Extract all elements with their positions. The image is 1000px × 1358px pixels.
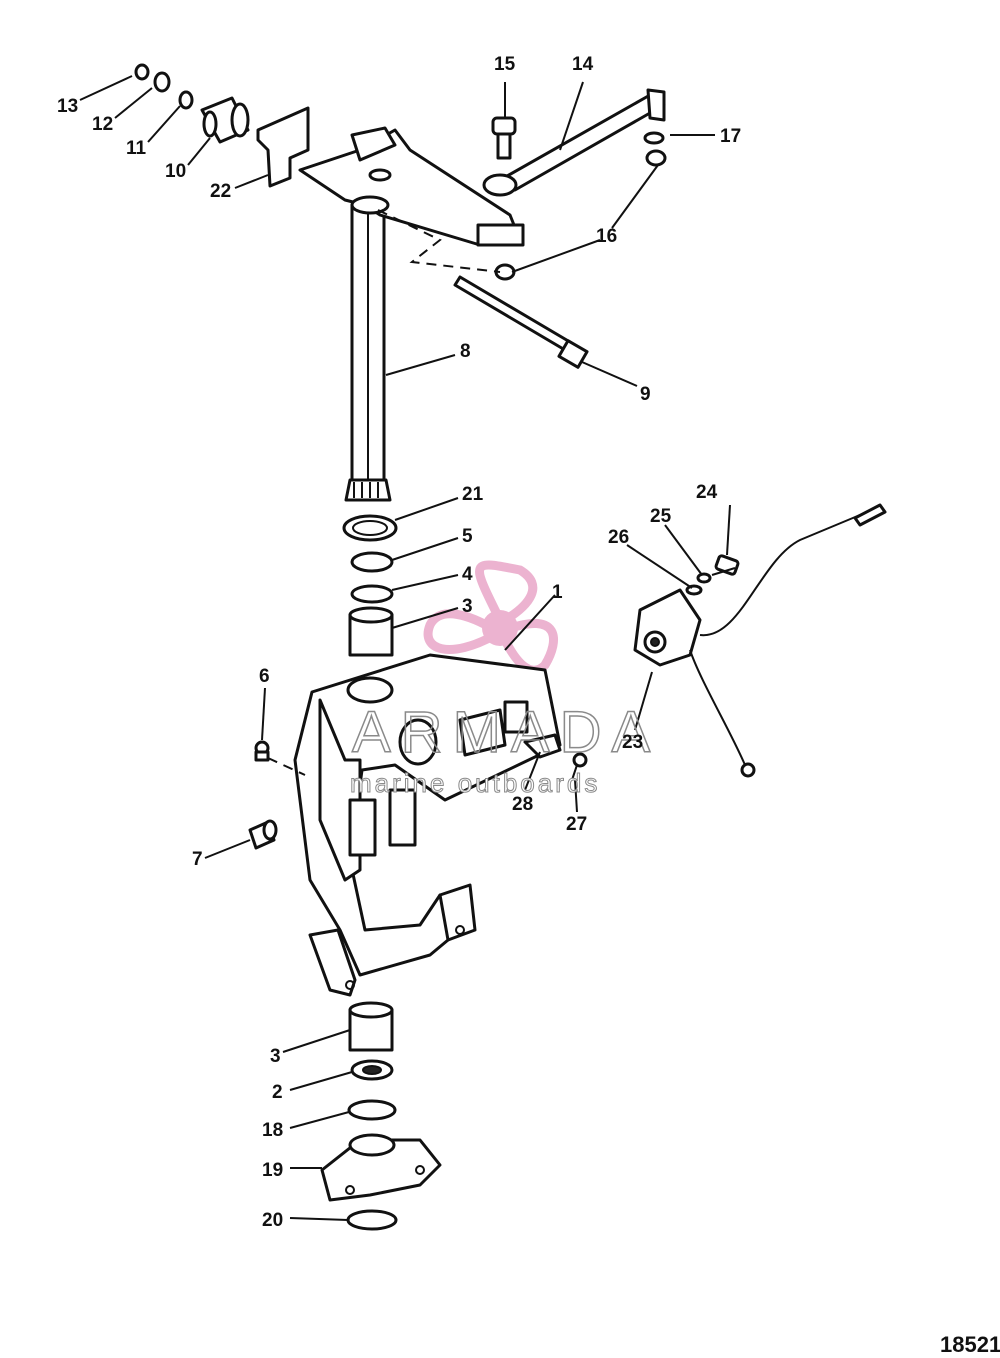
leader-lines: [79, 75, 731, 1221]
lower-bushing: [348, 1001, 394, 1052]
callout-20: 20: [262, 1210, 283, 1231]
callout-11: 11: [126, 138, 147, 159]
wire-connector: [853, 503, 887, 527]
callout-7: 7: [192, 849, 203, 870]
wave-washer: [347, 1099, 397, 1121]
link-rod: [482, 88, 666, 197]
assembly-line: [377, 209, 501, 273]
callout-6: 6: [259, 666, 270, 687]
callout-25: 25: [650, 506, 672, 527]
nut-upper: [645, 149, 667, 167]
callout-8: 8: [460, 341, 471, 362]
thrust-washer-inner: [352, 520, 388, 536]
swivel-bracket: [293, 653, 562, 997]
callout-16a: 16: [596, 226, 617, 247]
callout-1: 1: [552, 582, 563, 603]
steering-arm: [298, 126, 525, 247]
thrust-washer: [342, 514, 398, 542]
callout-21: 21: [462, 484, 484, 505]
assembly-line: [267, 757, 306, 776]
callout-27: 27: [566, 814, 587, 835]
lock-washer: [696, 572, 712, 584]
plate: [256, 106, 310, 188]
callout-17: 17: [720, 126, 741, 147]
callout-2: 2: [272, 1082, 283, 1103]
callout-13: 13: [57, 96, 78, 117]
callout-15: 15: [494, 54, 516, 75]
screw-27: [571, 752, 588, 781]
callout-18: 18: [262, 1120, 283, 1141]
grease-fitting: [254, 740, 270, 762]
callout-14: 14: [572, 54, 594, 75]
retaining-ring: [346, 1209, 398, 1231]
callout-23: 23: [622, 732, 643, 753]
washer-12: [153, 71, 171, 93]
figure-number: 18521: [940, 1332, 1000, 1357]
swivel-tube: [344, 203, 392, 502]
watermark-tagline: marine outboards: [350, 768, 600, 798]
callout-26: 26: [608, 527, 629, 548]
callout-19: 19: [262, 1160, 283, 1181]
callout-12: 12: [92, 114, 113, 135]
callout-22: 22: [210, 181, 231, 202]
steering-yoke: [320, 1133, 442, 1202]
screw-24: [711, 554, 740, 576]
callout-3b: 3: [270, 1046, 281, 1067]
trim-switch: [633, 588, 702, 667]
callout-9: 9: [640, 384, 651, 405]
washer-17: [643, 131, 665, 145]
ring-terminal: [740, 762, 756, 778]
callout-28: 28: [512, 794, 533, 815]
washer-13: [134, 63, 150, 81]
callout-5: 5: [462, 526, 473, 547]
watermark-brand: ARMADA: [352, 700, 660, 765]
upper-bushing: [348, 606, 394, 657]
callout-3a: 3: [462, 596, 473, 617]
seal-ring: [350, 551, 394, 573]
long-bolt: [453, 275, 589, 369]
clip: [523, 733, 562, 759]
lower-seal: [350, 1059, 394, 1081]
ground-wire: [689, 649, 746, 766]
callout-labels: 13 12 11 10 22 15 14 17 16 9 8 21 5 4 3 …: [57, 54, 741, 1231]
ring-11: [178, 90, 194, 110]
o-ring: [350, 584, 394, 604]
callout-10: 10: [165, 161, 186, 182]
callout-4: 4: [462, 564, 473, 585]
callout-24: 24: [696, 482, 718, 503]
watermark-propeller-logo: [423, 560, 558, 675]
arm-bushing: [200, 96, 250, 144]
small-bushing: [248, 819, 278, 850]
bolt: [491, 116, 517, 160]
switch-wire: [699, 514, 861, 637]
